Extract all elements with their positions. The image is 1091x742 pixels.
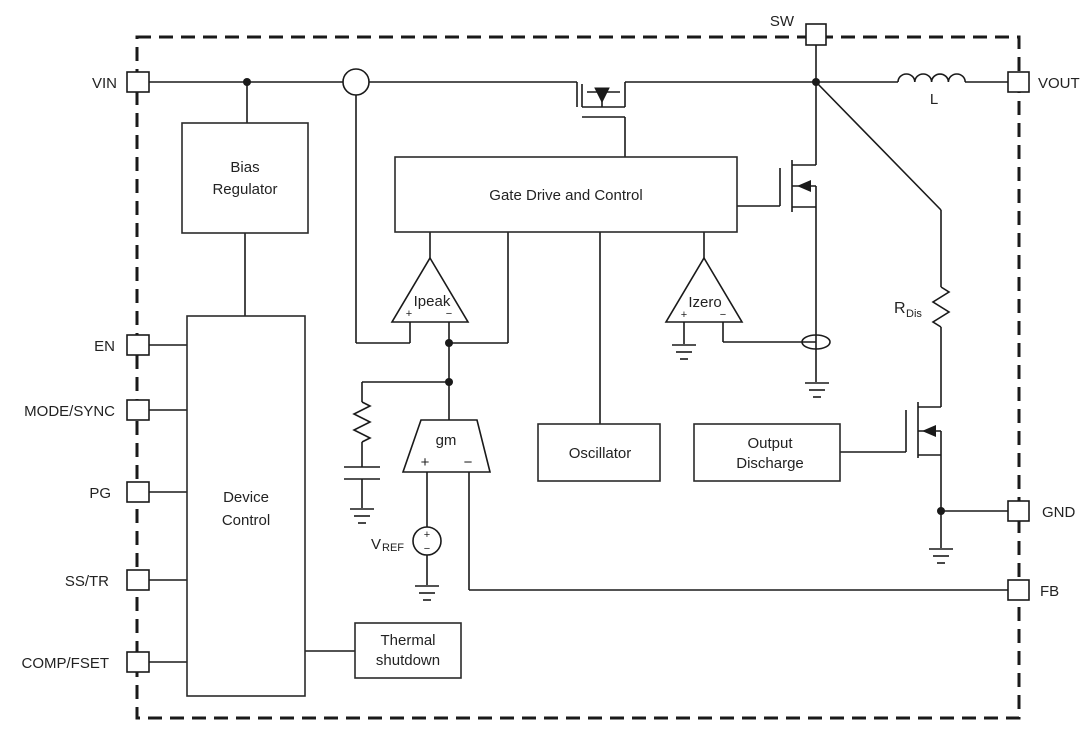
pin-sw-label: SW <box>770 13 795 30</box>
inductor-icon <box>897 73 966 83</box>
device-label-line2: Control <box>222 512 270 529</box>
chip-boundary <box>135 35 1021 720</box>
rdis-label-sub: Dis <box>906 308 922 320</box>
vref-label-main: V <box>371 536 381 553</box>
vref-label: V REF <box>371 536 404 554</box>
bias-label-line2: Regulator <box>212 181 277 198</box>
ipeak-plus: + <box>406 308 412 320</box>
wires <box>149 45 1008 663</box>
vref-label-sub: REF <box>382 542 404 554</box>
izero-plus: + <box>681 309 687 321</box>
pin-en-label: EN <box>94 338 115 355</box>
rdis-label-main: R <box>894 300 906 317</box>
discharge-label-line1: Output <box>747 435 793 452</box>
vref-source-icon: + − <box>412 526 442 556</box>
pin-mode-sync: MODE/SYNC <box>24 399 150 421</box>
gate-drive-label: Gate Drive and Control <box>489 187 642 204</box>
pin-pg-label: PG <box>89 485 111 502</box>
pin-vout: VOUT <box>1007 71 1080 93</box>
gm-label: gm <box>436 432 457 449</box>
vref-minus: − <box>424 543 430 555</box>
pin-comp-fset-label: COMP/FSET <box>21 655 109 672</box>
thermal-label-line2: shutdown <box>376 652 440 669</box>
izero-label: Izero <box>688 294 721 311</box>
izero-comparator: Izero + − <box>664 256 744 323</box>
pin-pg: PG <box>89 481 150 503</box>
gm-amplifier: gm + − <box>401 419 492 473</box>
pin-ss-tr-label: SS/TR <box>65 573 109 590</box>
pin-fb-label: FB <box>1040 583 1059 600</box>
pin-sw: SW <box>770 13 827 46</box>
junction-dots <box>243 78 945 515</box>
oscillator-label: Oscillator <box>569 445 632 462</box>
ipeak-label: Ipeak <box>414 293 451 310</box>
pin-vout-label: VOUT <box>1038 75 1080 92</box>
pin-fb: FB <box>1007 579 1059 601</box>
pin-en: EN <box>94 334 150 356</box>
gm-plus: + <box>421 454 430 471</box>
bias-regulator-block: Bias Regulator <box>181 122 309 234</box>
pin-mode-sync-label: MODE/SYNC <box>24 403 115 420</box>
pin-vin: VIN <box>92 71 150 93</box>
gm-minus: − <box>464 454 473 471</box>
pin-gnd-label: GND <box>1042 504 1076 521</box>
vref-plus: + <box>424 529 430 541</box>
pin-ss-tr: SS/TR <box>65 569 150 591</box>
output-discharge-block: Output Discharge <box>693 423 841 482</box>
zero-current-sense-icon <box>801 334 831 350</box>
current-sense-icon <box>342 68 370 96</box>
pin-gnd: GND <box>1007 500 1076 522</box>
device-control-block: Device Control <box>186 315 306 697</box>
thermal-label-line1: Thermal <box>380 632 435 649</box>
izero-minus: − <box>720 309 726 321</box>
pin-comp-fset: COMP/FSET <box>21 651 150 673</box>
pin-vin-label: VIN <box>92 75 117 92</box>
rdis-label: R Dis <box>894 300 922 320</box>
device-label-line1: Device <box>223 489 269 506</box>
ipeak-minus: − <box>446 308 452 320</box>
bias-label-line1: Bias <box>230 159 259 176</box>
thermal-shutdown-block: Thermal shutdown <box>354 622 462 679</box>
ipeak-comparator: Ipeak + − <box>390 256 470 323</box>
oscillator-block: Oscillator <box>537 423 661 482</box>
inductor-label: L <box>930 91 938 108</box>
gate-drive-block: Gate Drive and Control <box>394 156 738 233</box>
discharge-label-line2: Discharge <box>736 455 804 472</box>
